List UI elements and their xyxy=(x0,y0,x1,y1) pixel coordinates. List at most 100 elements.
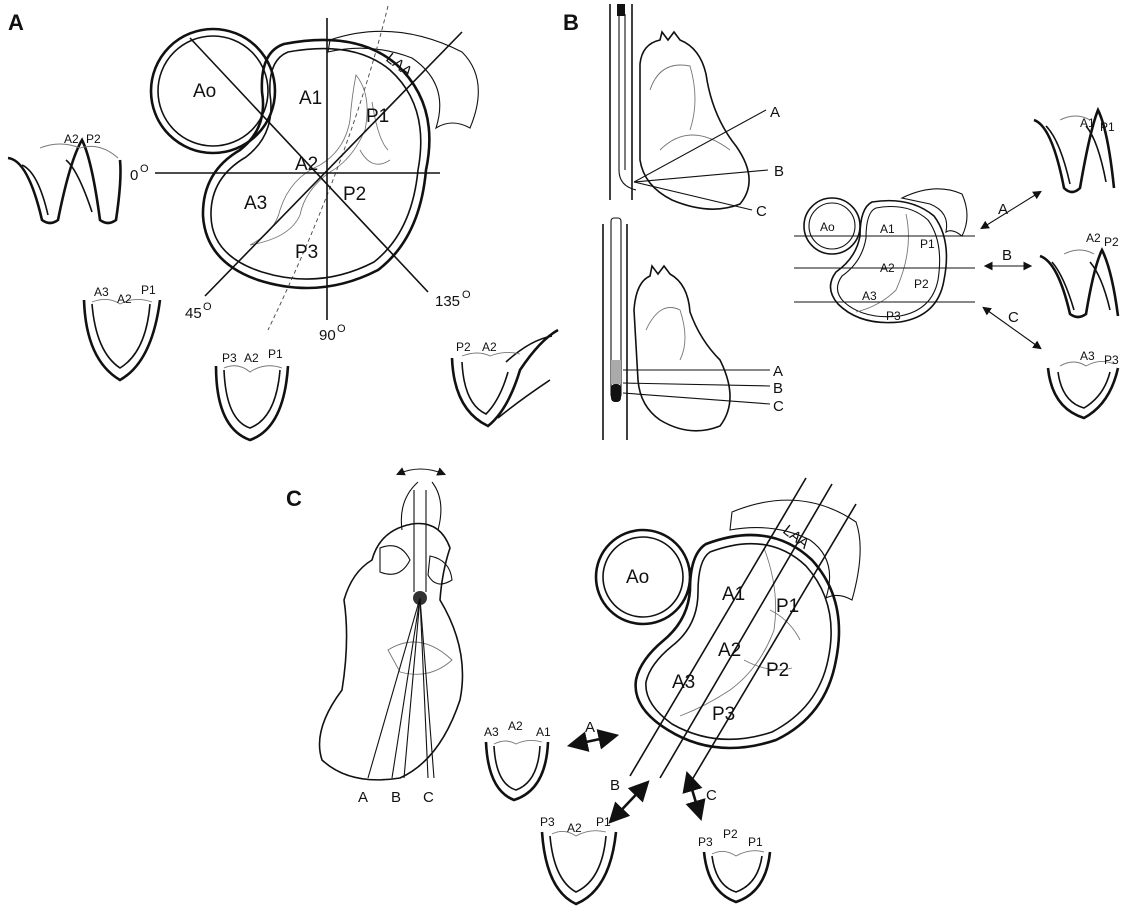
panel-b-view-a-label-1: A1 xyxy=(1080,116,1095,130)
panel-b-scallop-p1: P1 xyxy=(920,237,935,251)
panel-a-view-90-deg: P3 A2 P1 xyxy=(216,347,288,440)
panel-c-arrow-a-label: A xyxy=(585,719,595,736)
panel-b-ao-label: Ao xyxy=(820,220,835,234)
panel-a-scallop-p1: P1 xyxy=(366,106,389,127)
panel-a-view-90-label-1: P3 xyxy=(222,351,237,365)
panel-b-scallop-a3: A3 xyxy=(862,289,877,303)
panel-a-scallop-a2: A2 xyxy=(295,154,318,175)
panel-c-view-a: A3 A2 A1 xyxy=(484,719,551,800)
panel-c-view-c-label-2: P2 xyxy=(723,827,738,841)
panel-c-probe-plane-b: B xyxy=(391,789,401,806)
panel-c-arrow-c-label: C xyxy=(706,787,717,804)
panel-c-aorta: Ao xyxy=(596,530,690,624)
panel-b-upper-plane-c: C xyxy=(756,203,767,220)
panel-a-angle-45: 45 O xyxy=(185,301,212,322)
panel-b-upper-plane-b: B xyxy=(774,163,784,180)
panel-b-scallop-a1: A1 xyxy=(880,222,895,236)
panel-a-scallop-a1: A1 xyxy=(299,88,322,109)
panel-a-view-90-label-2: A2 xyxy=(244,351,259,365)
panel-b-mitral-schematic: Ao A1 P1 A2 P2 A3 P3 xyxy=(794,189,975,323)
panel-c-view-a-label-3: A1 xyxy=(536,725,551,739)
panel-a-ao-label: Ao xyxy=(193,81,216,102)
panel-a-view-45-label-1: A3 xyxy=(94,285,109,299)
svg-text:45: 45 xyxy=(185,305,202,322)
panel-b-lower-plane-a: A xyxy=(773,363,783,380)
panel-c-view-c-label-3: P1 xyxy=(748,835,763,849)
panel-b-arrow-a-label: A xyxy=(998,201,1008,218)
panel-a-view-90-label-3: P1 xyxy=(268,347,283,361)
panel-b-arrow-b-label: B xyxy=(1002,247,1012,264)
panel-c-view-b: P3 A2 P1 xyxy=(540,815,616,904)
panel-a-view-135-label-1: P2 xyxy=(456,340,471,354)
panel-a-view-135-label-2: A2 xyxy=(482,340,497,354)
scan-line-45-deg xyxy=(205,32,462,296)
svg-text:90: 90 xyxy=(319,327,336,344)
panel-a-angle-90: 90 O xyxy=(319,323,346,344)
panel-c-view-a-label-2: A2 xyxy=(508,719,523,733)
panel-c-probe-plane-a: A xyxy=(358,789,368,806)
panel-a-scallop-a3: A3 xyxy=(244,193,267,214)
panel-c: C A B C Ao LAA xyxy=(286,469,860,904)
panel-c-view-a-label-1: A3 xyxy=(484,725,499,739)
panel-c-view-b-label-2: A2 xyxy=(567,821,582,835)
panel-a-angle-0: 0 O xyxy=(130,163,149,184)
svg-text:O: O xyxy=(462,289,471,301)
panel-b: B A B C A xyxy=(563,4,1119,440)
panel-b-view-b: A2 P2 xyxy=(1040,231,1119,317)
panel-c-scallop-a3: A3 xyxy=(672,672,695,693)
panel-a-letter: A xyxy=(8,10,24,35)
panel-b-letter: B xyxy=(563,10,579,35)
panel-a-view-0-label-1: A2 xyxy=(64,132,79,146)
panel-a-view-45-deg: A3 A2 P1 xyxy=(84,283,160,380)
svg-text:O: O xyxy=(203,301,212,313)
panel-a-scallop-p2: P2 xyxy=(343,184,366,205)
panel-a-aorta: Ao xyxy=(151,29,275,153)
panel-b-scallop-a2: A2 xyxy=(880,261,895,275)
panel-b-upper-probe-heart: A B C xyxy=(610,4,784,220)
panel-b-view-b-label-1: A2 xyxy=(1086,231,1101,245)
panel-b-scallop-p3: P3 xyxy=(886,309,901,323)
panel-c-scallop-p3: P3 xyxy=(712,704,735,725)
panel-c-scan-lines xyxy=(630,478,856,790)
svg-text:O: O xyxy=(337,323,346,335)
svg-text:O: O xyxy=(140,163,149,175)
panel-b-arrow-c-label: C xyxy=(1008,309,1019,326)
panel-a-view-135-deg: P2 A2 xyxy=(452,330,558,426)
panel-b-view-c: A3 P3 xyxy=(1048,349,1119,418)
panel-c-probe-plane-c: C xyxy=(423,789,434,806)
panel-b-view-c-label-1: A3 xyxy=(1080,349,1095,363)
panel-c-scallop-p2: P2 xyxy=(766,660,789,681)
panel-a-view-45-label-2: A2 xyxy=(117,292,132,306)
panel-c-heart-probe: A B C xyxy=(320,469,463,806)
panel-c-view-b-label-1: P3 xyxy=(540,815,555,829)
panel-b-upper-plane-a: A xyxy=(770,104,780,121)
svg-text:135: 135 xyxy=(435,293,460,310)
panel-a: A Ao LAA A1 P1 A2 xyxy=(8,6,558,440)
panel-b-lower-plane-b: B xyxy=(773,380,783,397)
panel-b-view-b-label-2: P2 xyxy=(1104,235,1119,249)
panel-b-view-c-label-2: P3 xyxy=(1104,353,1119,367)
panel-b-scallop-p2: P2 xyxy=(914,277,929,291)
panel-a-angle-135: 135 O xyxy=(435,289,471,310)
panel-a-scallop-p3: P3 xyxy=(295,242,318,263)
panel-b-arrows: A B C xyxy=(982,192,1040,348)
panel-a-view-0-label-2: P2 xyxy=(86,132,101,146)
panel-b-view-a-label-2: P1 xyxy=(1100,120,1115,134)
panel-b-lower-probe-heart: A B C xyxy=(603,218,784,440)
panel-c-arrow-b-label: B xyxy=(610,777,620,794)
panel-c-scallop-a2: A2 xyxy=(718,640,741,661)
panel-b-lower-plane-c: C xyxy=(773,398,784,415)
panel-c-scallop-a1: A1 xyxy=(722,584,745,605)
panel-c-scallop-p1: P1 xyxy=(776,596,799,617)
panel-c-laa: LAA xyxy=(730,500,860,600)
panel-c-view-b-label-3: P1 xyxy=(596,815,611,829)
panel-c-letter: C xyxy=(286,486,302,511)
panel-c-view-c-label-1: P3 xyxy=(698,835,713,849)
panel-b-view-a: A1 P1 xyxy=(1034,110,1115,192)
panel-c-ao-label: Ao xyxy=(626,567,649,588)
panel-c-view-c: P3 P2 P1 xyxy=(698,827,770,902)
panel-a-view-45-label-3: P1 xyxy=(141,283,156,297)
panel-a-view-0-deg: A2 P2 xyxy=(8,132,121,223)
svg-text:0: 0 xyxy=(130,167,138,184)
